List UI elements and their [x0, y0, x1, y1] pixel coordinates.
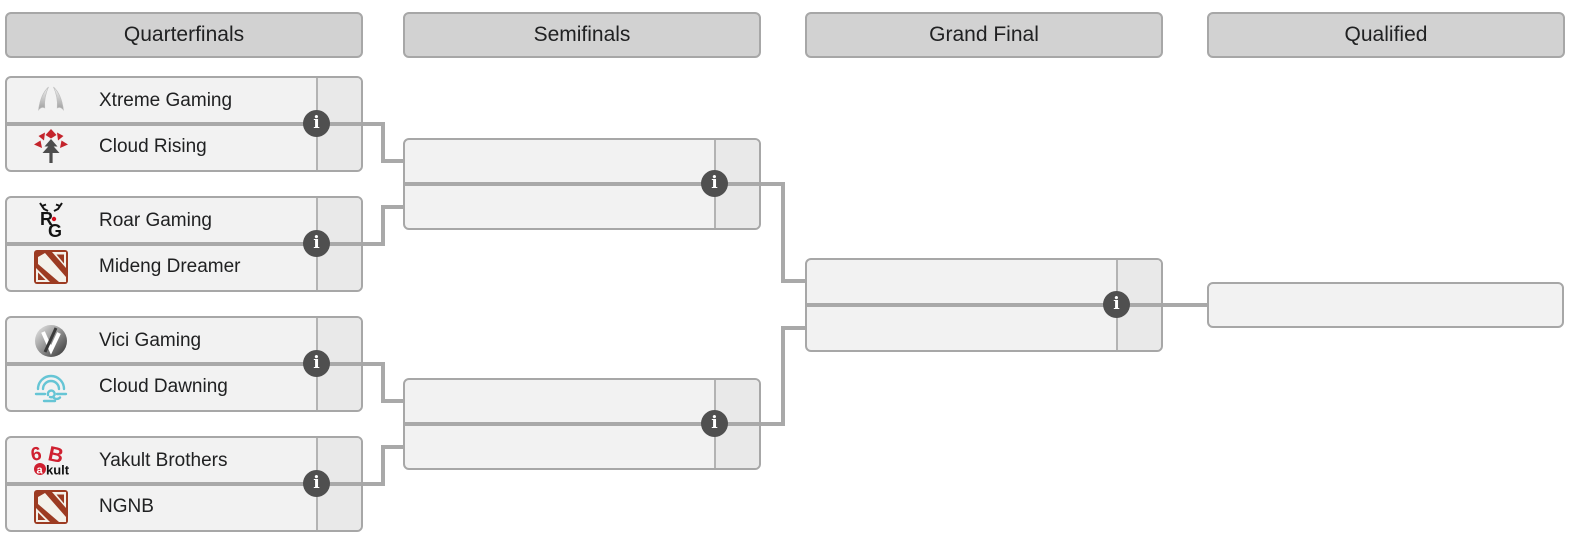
connector-line — [1163, 303, 1207, 307]
cloud-rising-logo — [31, 127, 71, 167]
cloud-dawning-logo — [31, 367, 71, 407]
info-icon-glyph: i — [1113, 294, 1120, 314]
info-icon[interactable]: i — [303, 110, 330, 137]
connector-line — [761, 422, 785, 426]
connector-line — [761, 182, 785, 186]
match-divider — [7, 122, 361, 126]
connector-line — [781, 326, 785, 426]
match-quarterfinal-4: 6 B a kult Yakult Brothers — [5, 436, 363, 532]
match-quarterfinal-1: Xtreme Gaming Cloud Rising i — [5, 76, 363, 172]
connector-line — [781, 182, 785, 283]
column-header-label: Grand Final — [929, 23, 1039, 46]
info-icon-glyph: i — [711, 413, 718, 433]
dota2-logo — [31, 247, 71, 287]
connector-line — [381, 445, 403, 449]
qualified-slot — [1207, 282, 1564, 328]
match-divider — [405, 422, 759, 426]
match-quarterfinal-3: Vici Gaming Cloud Dawning i — [5, 316, 363, 412]
team-name[interactable]: Roar Gaming — [99, 210, 212, 231]
column-header-grand-final: Grand Final — [805, 12, 1163, 58]
match-divider — [7, 242, 361, 246]
team-row[interactable]: NGNB — [7, 484, 361, 530]
team-name[interactable]: Vici Gaming — [99, 330, 202, 351]
column-header-qualified: Qualified — [1207, 12, 1565, 58]
connector-line — [363, 362, 385, 366]
connector-line — [363, 242, 385, 246]
info-icon-glyph: i — [313, 473, 320, 493]
connector-line — [381, 205, 403, 209]
connector-line — [381, 205, 385, 246]
info-icon-glyph: i — [313, 233, 320, 253]
info-icon-glyph: i — [711, 173, 718, 193]
team-name[interactable]: Cloud Rising — [99, 136, 207, 157]
xtreme-gaming-logo — [31, 81, 71, 121]
match-quarterfinal-2: R G Roar Gaming Mideng Dreamer — [5, 196, 363, 292]
column-header-label: Semifinals — [533, 23, 631, 46]
team-row[interactable]: R G Roar Gaming — [7, 198, 361, 244]
yakult-brothers-logo: 6 B a kult — [31, 441, 71, 481]
info-icon[interactable]: i — [303, 470, 330, 497]
connector-line — [363, 482, 385, 486]
team-row[interactable]: 6 B a kult Yakult Brothers — [7, 438, 361, 484]
team-name[interactable]: Xtreme Gaming — [99, 90, 233, 111]
connector-line — [781, 279, 805, 283]
info-icon[interactable]: i — [701, 170, 728, 197]
info-icon-glyph: i — [313, 353, 320, 373]
match-divider — [405, 182, 759, 186]
connector-line — [781, 326, 805, 330]
connector-line — [363, 122, 385, 126]
svg-text:B: B — [46, 442, 66, 468]
dota2-logo — [31, 487, 71, 527]
svg-text:R: R — [40, 209, 53, 229]
team-row[interactable]: Cloud Dawning — [7, 364, 361, 410]
column-header-label: Qualified — [1344, 23, 1428, 46]
info-icon[interactable]: i — [701, 410, 728, 437]
team-row[interactable]: Cloud Rising — [7, 124, 361, 170]
connector-line — [381, 122, 385, 163]
match-divider — [7, 362, 361, 366]
team-row[interactable]: Xtreme Gaming — [7, 78, 361, 124]
connector-line — [381, 445, 385, 486]
svg-text:kult: kult — [46, 463, 70, 478]
column-header-semifinals: Semifinals — [403, 12, 761, 58]
team-name[interactable]: Mideng Dreamer — [99, 256, 241, 277]
info-icon-glyph: i — [313, 113, 320, 133]
match-divider — [7, 482, 361, 486]
column-header-quarterfinals: Quarterfinals — [5, 12, 363, 58]
match-semifinal-1: i — [403, 138, 761, 230]
match-grand-final: i — [805, 258, 1163, 352]
vici-gaming-logo — [31, 321, 71, 361]
info-icon[interactable]: i — [1103, 291, 1130, 318]
roar-gaming-logo: R G — [31, 201, 71, 241]
connector-line — [381, 159, 403, 163]
team-row[interactable]: Vici Gaming — [7, 318, 361, 364]
team-name[interactable]: NGNB — [99, 496, 154, 517]
svg-text:6: 6 — [31, 443, 43, 466]
match-semifinal-2: i — [403, 378, 761, 470]
info-icon[interactable]: i — [303, 350, 330, 377]
connector-line — [381, 362, 385, 403]
svg-text:a: a — [37, 465, 44, 477]
match-divider — [807, 303, 1161, 307]
connector-line — [381, 399, 403, 403]
column-header-label: Quarterfinals — [123, 23, 245, 46]
info-icon[interactable]: i — [303, 230, 330, 257]
team-name[interactable]: Cloud Dawning — [99, 376, 228, 397]
team-row[interactable]: Mideng Dreamer — [7, 244, 361, 290]
svg-text:G: G — [48, 221, 62, 241]
team-name[interactable]: Yakult Brothers — [99, 450, 228, 471]
